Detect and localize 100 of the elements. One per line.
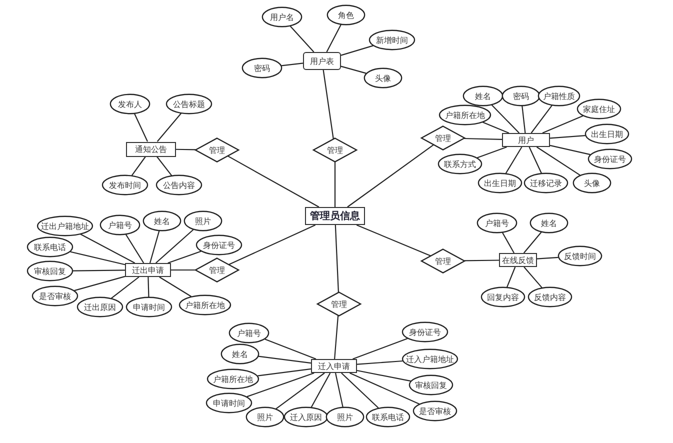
connector-line [341, 372, 379, 408]
connector-line [168, 250, 202, 264]
attribute-ellipse: 户籍号 [100, 215, 140, 235]
attribute-ellipse: 公告内容 [156, 175, 202, 195]
connector-line [228, 224, 316, 266]
attribute-ellipse: 反馈内容 [528, 287, 572, 307]
connector-line [258, 368, 312, 376]
connector-line [542, 115, 584, 134]
attribute-ellipse: 申请时间 [126, 297, 172, 317]
connector-line [70, 251, 126, 266]
connector-line [505, 146, 522, 174]
attribute-ellipse: 户籍所在地 [207, 369, 259, 389]
connector-line [356, 370, 411, 382]
entity-box: 管理员信息 [305, 207, 365, 225]
relation-diamond: 管理 [421, 126, 465, 150]
connector-line [524, 266, 542, 288]
attribute-ellipse: 身份证号 [588, 149, 632, 169]
connector-line [310, 372, 331, 408]
attribute-ellipse: 迁入原因 [284, 407, 328, 427]
connector-line [159, 276, 192, 297]
connector-line [334, 315, 339, 360]
attribute-ellipse: 头像 [573, 173, 611, 193]
attribute-ellipse: 申请时间 [206, 393, 252, 413]
attribute-ellipse: 联系电话 [27, 237, 73, 257]
connector-line [326, 24, 342, 52]
connector-line [491, 104, 520, 134]
attribute-ellipse: 照片 [184, 211, 222, 231]
connector-line [334, 372, 344, 408]
connector-line [356, 360, 403, 365]
connector-line [340, 45, 374, 56]
attribute-ellipse: 反馈时间 [558, 246, 602, 266]
attribute-ellipse: 新增时间 [369, 30, 415, 50]
connector-line [228, 156, 320, 208]
connector-line [464, 138, 502, 140]
connector-line [522, 106, 526, 134]
attribute-ellipse: 姓名 [530, 213, 568, 233]
entity-box: 迁出申请 [125, 263, 171, 277]
relation-diamond: 管理 [317, 292, 361, 316]
attribute-ellipse: 迁出原因 [77, 297, 123, 317]
connector-line [347, 144, 434, 208]
connector-line [258, 356, 312, 364]
attribute-ellipse: 姓名 [221, 344, 259, 364]
entity-box: 迁入申请 [311, 359, 357, 373]
attribute-ellipse: 审核回复 [409, 375, 453, 395]
connector-line [528, 146, 542, 174]
connector-line [276, 372, 325, 410]
attribute-ellipse: 公告标题 [166, 94, 212, 114]
entity-box: 在线反馈 [499, 253, 537, 267]
attribute-ellipse: 发布时间 [102, 175, 148, 195]
connector-line [171, 269, 195, 271]
attribute-ellipse: 头像 [364, 68, 402, 88]
connector-line [523, 232, 542, 254]
attribute-ellipse: 是否审核 [413, 401, 457, 421]
connector-line [340, 66, 366, 74]
attribute-ellipse: 户籍所在地 [179, 295, 231, 315]
attribute-ellipse: 密码 [502, 86, 540, 106]
connector-line [482, 122, 510, 134]
connector-line [110, 276, 140, 299]
connector-line [176, 148, 196, 150]
attribute-ellipse: 身份证号 [402, 322, 448, 342]
connector-line [264, 338, 316, 360]
attribute-ellipse: 户籍号 [477, 213, 517, 233]
connector-line [148, 276, 150, 298]
relation-diamond: 管理 [195, 258, 239, 282]
relation-diamond: 管理 [195, 138, 239, 162]
attribute-ellipse: 审核回复 [27, 261, 73, 281]
connector-line [477, 146, 507, 158]
connector-line [156, 229, 194, 264]
attribute-ellipse: 照片 [326, 407, 364, 427]
attribute-ellipse: 迁移记录 [524, 173, 568, 193]
attribute-ellipse: 联系方式 [438, 154, 482, 174]
attribute-ellipse: 家庭住址 [577, 99, 621, 119]
attribute-ellipse: 户籍所在地 [439, 105, 491, 125]
connector-line [530, 105, 552, 134]
attribute-ellipse: 户籍号 [229, 323, 269, 343]
entity-box: 用户 [502, 133, 550, 147]
connector-line [80, 234, 136, 264]
attribute-ellipse: 出生日期 [478, 173, 522, 193]
attribute-ellipse: 出生日期 [585, 124, 629, 144]
relation-diamond: 管理 [313, 138, 357, 162]
attribute-ellipse: 迁出户籍地址 [37, 216, 93, 236]
relation-diamond: 管理 [421, 249, 465, 273]
connector-line [246, 372, 314, 398]
attribute-ellipse: 是否审核 [32, 286, 78, 306]
connector-line [72, 270, 125, 272]
connector-line [536, 256, 558, 260]
attribute-ellipse: 回复内容 [481, 287, 525, 307]
connector-line [322, 70, 334, 139]
attribute-ellipse: 角色 [327, 5, 365, 25]
attribute-ellipse: 户籍性质 [538, 86, 580, 106]
connector-line [149, 230, 160, 264]
entity-box: 用户表 [303, 52, 341, 70]
attribute-ellipse: 用户名 [262, 7, 302, 27]
connector-line [131, 156, 146, 176]
connector-line [352, 338, 408, 360]
attribute-ellipse: 密码 [242, 58, 282, 78]
connector-line [334, 224, 340, 292]
connector-line [550, 144, 590, 156]
connector-line [464, 260, 499, 262]
connector-line [125, 234, 144, 264]
